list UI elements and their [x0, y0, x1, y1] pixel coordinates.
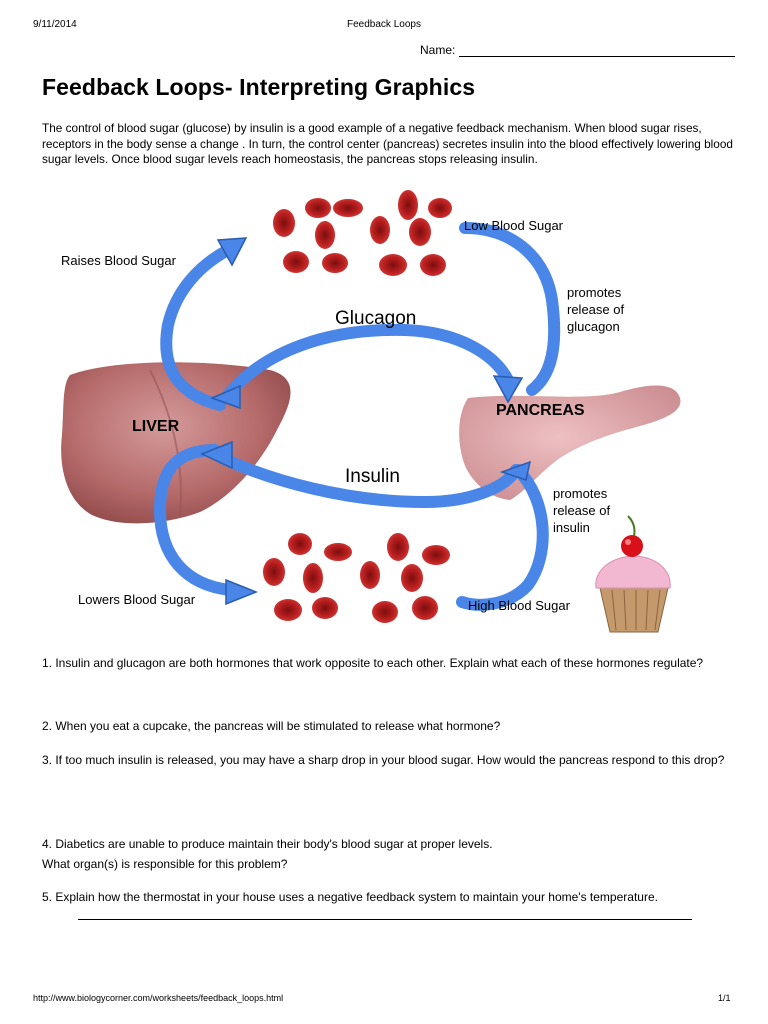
name-label: Name:	[420, 43, 456, 57]
footer-page-number: 1/1	[718, 993, 731, 1003]
label-insulin: Insulin	[345, 466, 400, 487]
arrowheads	[200, 237, 532, 606]
question-2: 2. When you eat a cupcake, the pancreas …	[42, 719, 501, 733]
name-field-row: Name:	[420, 43, 736, 57]
page-header-title: Feedback Loops	[347, 19, 421, 30]
page-header-date: 9/11/2014	[33, 19, 77, 30]
label-lowers-blood-sugar: Lowers Blood Sugar	[78, 592, 196, 607]
label-low-blood-sugar: Low Blood Sugar	[464, 218, 564, 233]
feedback-arrows	[153, 222, 561, 611]
label-pancreas: PANCREAS	[496, 402, 585, 419]
name-blank-line	[459, 44, 736, 57]
diagram-graphic	[61, 190, 681, 633]
worksheet-title: Feedback Loops- Interpreting Graphics	[42, 74, 476, 100]
label-raises-blood-sugar: Raises Blood Sugar	[61, 253, 176, 268]
blood-cells-top	[273, 190, 452, 276]
feedback-loop-diagram: Raises Blood Sugar Low Blood Sugar Gluca…	[0, 180, 768, 640]
label-glucagon: Glucagon	[335, 308, 417, 329]
blood-cells-bottom	[263, 533, 450, 623]
question-1: 1. Insulin and glucagon are both hormone…	[42, 656, 704, 670]
cupcake-icon	[595, 515, 671, 633]
question-5: 5. Explain how the thermostat in your ho…	[42, 890, 658, 904]
label-promotes-insulin: promotes release of insulin	[553, 486, 611, 535]
intro-paragraph: The control of blood sugar (glucose) by …	[42, 121, 733, 166]
label-high-blood-sugar: High Blood Sugar	[468, 598, 570, 613]
answer-line	[78, 919, 692, 920]
question-3: 3. If too much insulin is released, you …	[42, 753, 725, 767]
question-4: 4. Diabetics are unable to produce maint…	[42, 837, 493, 871]
label-promotes-glucagon: promotes release of glucagon	[567, 285, 625, 334]
footer-url-link[interactable]: http://www.biologycorner.com/worksheets/…	[33, 993, 284, 1003]
label-liver: LIVER	[132, 418, 180, 435]
